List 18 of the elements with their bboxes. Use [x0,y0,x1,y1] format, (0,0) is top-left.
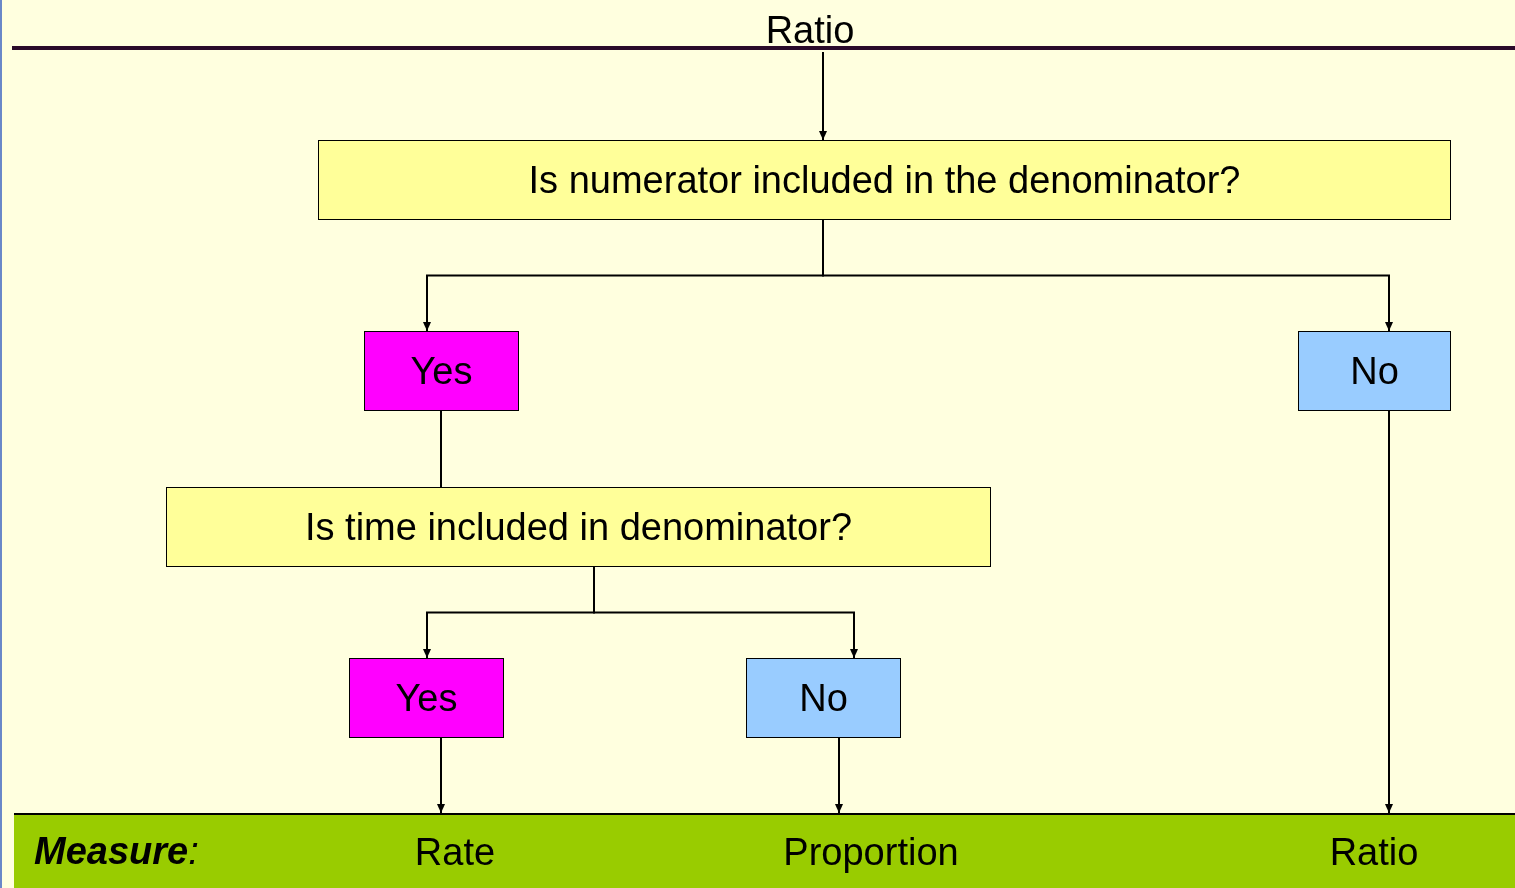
label-text: Rate [400,815,510,888]
answer-box: No [1298,331,1451,411]
arrow [437,737,445,814]
label-text: Ratio [1314,815,1434,888]
answer-box: No [746,658,901,738]
measure-band [14,813,1515,888]
answer-box: Yes [364,331,519,411]
question-box: Is time included in denominator? [166,487,991,567]
arrow [819,51,827,141]
arrow [835,737,843,814]
arrow [593,566,858,659]
connector-line [440,410,442,488]
arrow [1385,410,1393,814]
label-text: Ratio [750,8,870,52]
question-box: Is numerator included in the denominator? [318,140,1451,220]
measure-label: Measure: [34,830,199,873]
label-text: Proportion [760,815,982,888]
answer-box: Yes [349,658,504,738]
